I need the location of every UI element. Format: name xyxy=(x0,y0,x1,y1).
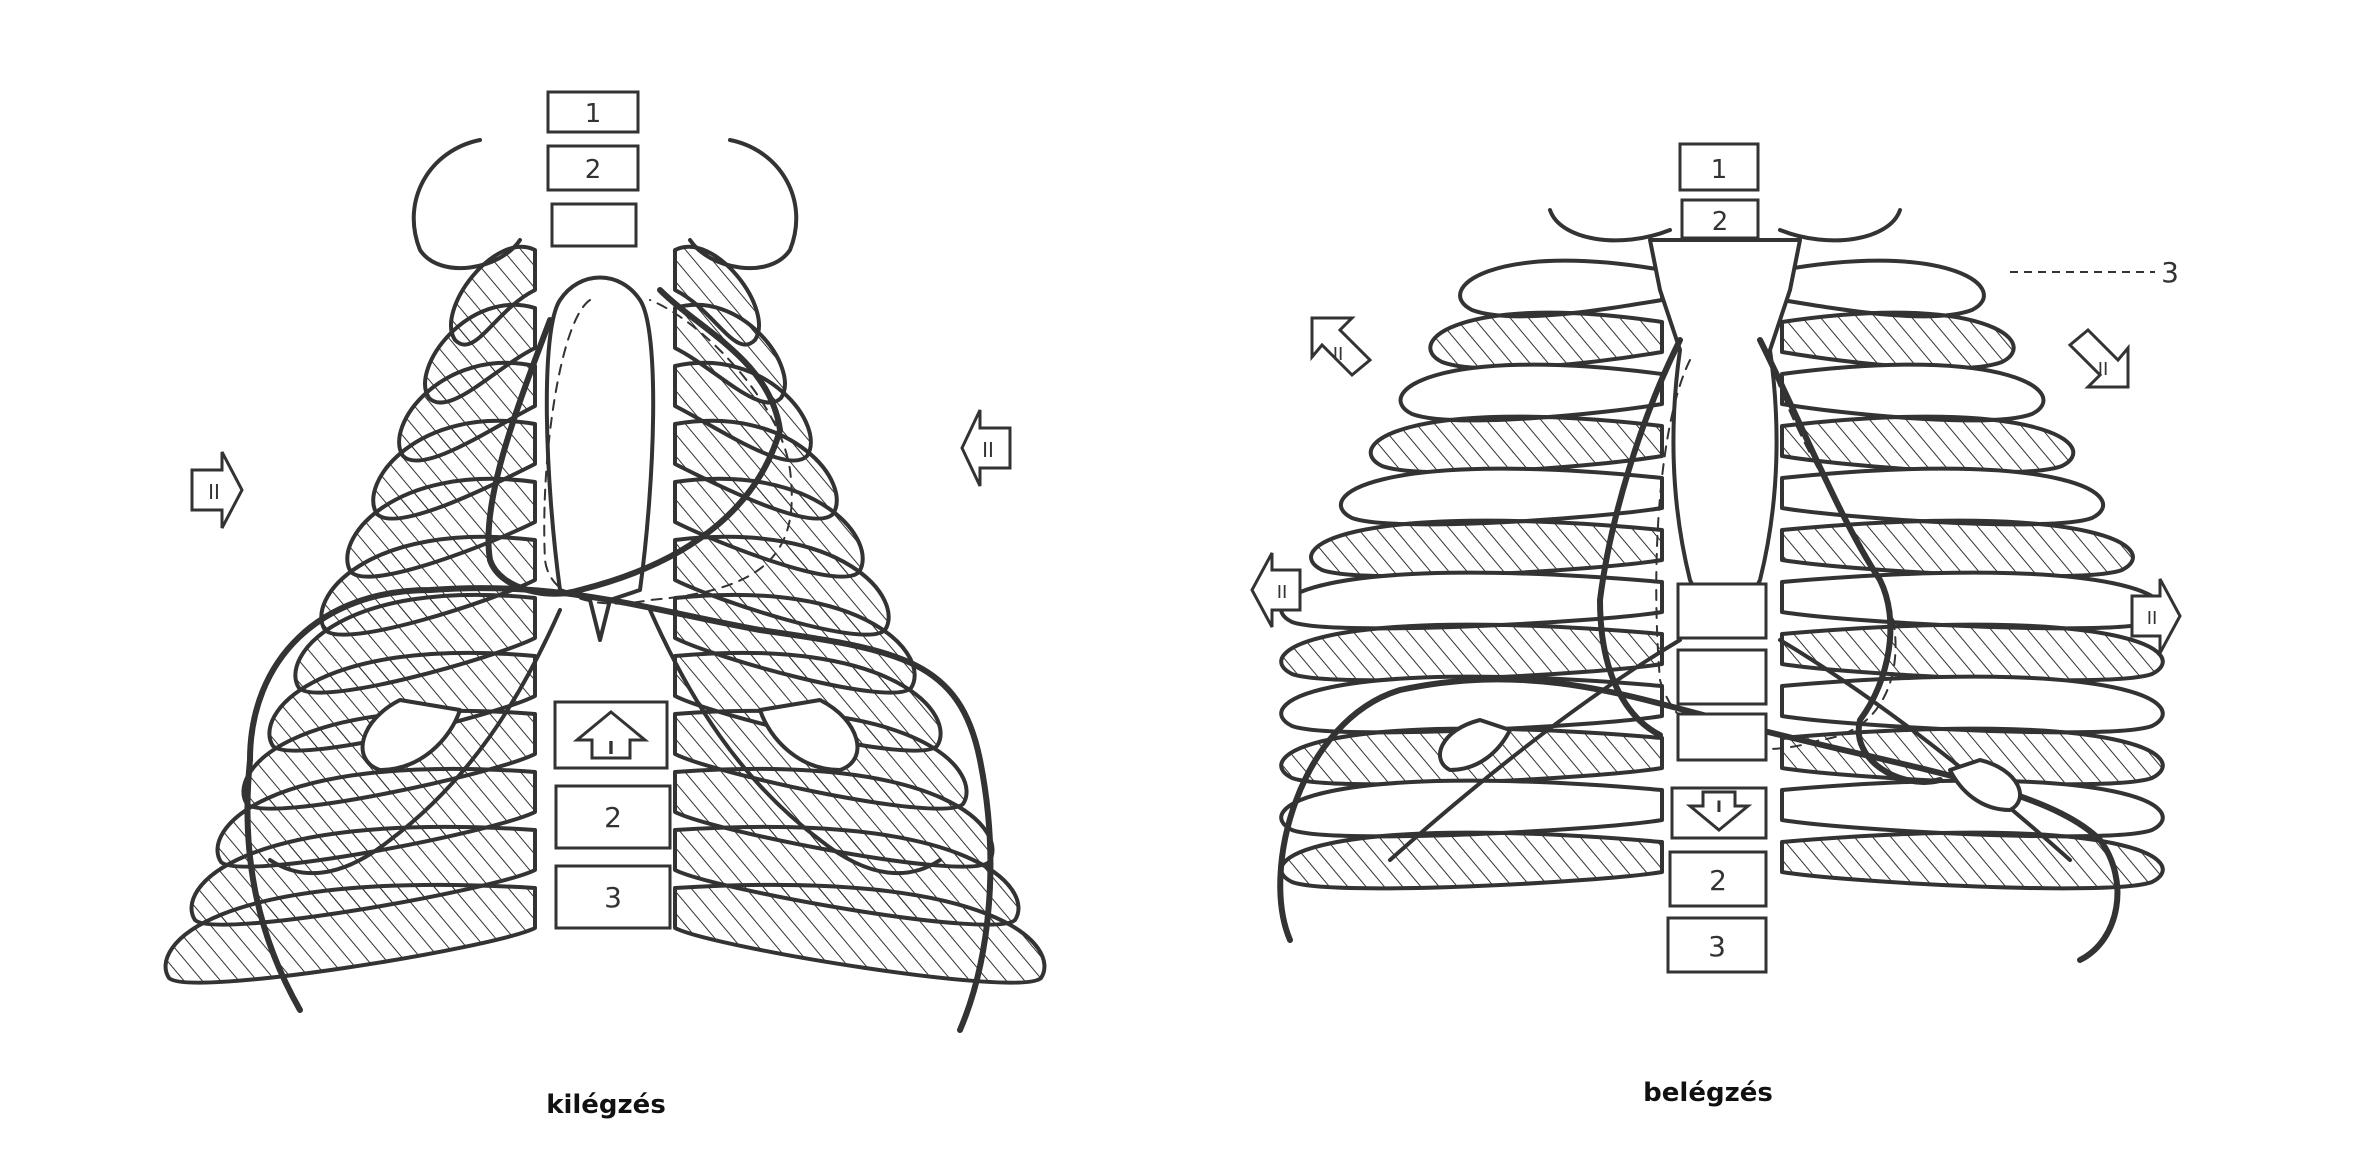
down-arrow-icon xyxy=(1685,790,1753,832)
rib-left-5 xyxy=(1338,466,1664,527)
inhale-side-arrow-lower-right-label: II xyxy=(2147,608,2158,629)
rib-right-2 xyxy=(1780,310,2016,371)
rib-right-7 xyxy=(1780,570,2165,631)
rib-left-12 xyxy=(1279,830,1664,891)
inhale-side-arrow-upper-right: II xyxy=(2067,327,2130,389)
rib-right-3 xyxy=(1780,362,2046,423)
exhale-side-arrow-left-label: II xyxy=(208,480,220,504)
rib-left-2 xyxy=(1428,310,1664,371)
inhale-top-box-2: 2 xyxy=(1712,207,1729,237)
exhale-top-box-1: 1 xyxy=(585,99,602,129)
inhale-bottom-box-2: 2 xyxy=(1709,864,1727,897)
rib-right-9 xyxy=(1780,674,2165,735)
inhale-thorax xyxy=(1277,208,2165,963)
arrow-right-icon xyxy=(2130,578,2182,654)
rib-right-11 xyxy=(1780,778,2165,839)
rib-left-4 xyxy=(1368,414,1664,475)
inhale-label-3: 3 xyxy=(2010,256,2179,289)
exhale-side-arrow-left: II xyxy=(190,451,244,529)
exhale-bottom-vertebrae: 2 3 xyxy=(554,784,672,930)
inhale-label-3-text: 3 xyxy=(2161,256,2179,289)
inhale-side-arrow-upper-left-label: II xyxy=(1333,344,1344,365)
rib-right-12 xyxy=(1780,830,2165,891)
arrow-up-left-icon xyxy=(1310,316,1373,378)
exhale-side-arrow-right-label: II xyxy=(982,438,994,462)
rib-left-3 xyxy=(1398,362,1664,423)
rib-left-6 xyxy=(1309,518,1664,579)
up-arrow-icon xyxy=(572,710,650,760)
rib-left-9 xyxy=(1279,674,1664,735)
inhale-side-arrow-lower-left-label: II xyxy=(1277,582,1288,603)
exhale-bottom-box-2: 2 xyxy=(604,801,622,834)
exhale-bottom-box-3: 3 xyxy=(604,881,622,914)
exhale-caption: kilégzés xyxy=(546,1090,666,1120)
inhale-lower-vertebrae: I 2 3 xyxy=(1666,582,1768,974)
rib-right-10 xyxy=(1780,726,2165,787)
exhale-thorax xyxy=(163,138,1047,1033)
inhale-side-arrow-lower-left: II xyxy=(1250,552,1302,628)
inhale-top-box-1: 1 xyxy=(1711,155,1728,185)
rib-right-4 xyxy=(1780,414,2076,475)
rib-right-12 xyxy=(673,882,1047,985)
arrow-right-icon xyxy=(190,451,244,529)
rib-right-8 xyxy=(1780,622,2165,683)
exhale-top-vertebrae: 1 2 xyxy=(546,90,640,248)
exhale-middle-vertebra: I xyxy=(553,700,669,770)
rib-right-5 xyxy=(1780,466,2106,527)
rib-left-7 xyxy=(1279,570,1664,631)
rib-left-1 xyxy=(1458,258,1664,319)
exhale-middle-arrow-label: I xyxy=(608,738,615,759)
inhale-side-arrow-upper-left: II xyxy=(1310,316,1373,378)
arrow-left-icon xyxy=(960,409,1012,487)
rib-left-11 xyxy=(1279,778,1664,839)
exhale-side-arrow-right: II xyxy=(960,409,1012,487)
inhale-caption: belégzés xyxy=(1643,1078,1773,1108)
rib-right-6 xyxy=(1780,518,2135,579)
inhale-middle-arrow-label: I xyxy=(1716,797,1722,816)
rib-left-8 xyxy=(1279,622,1664,683)
inhale-side-arrow-upper-right-label: II xyxy=(2098,359,2109,380)
arrow-down-right-icon xyxy=(2067,327,2130,389)
arrow-left-icon xyxy=(1250,552,1302,628)
inhale-top-vertebrae: 1 2 xyxy=(1678,142,1760,240)
rib-right-1 xyxy=(1780,258,1986,319)
inhale-side-arrow-lower-right: II xyxy=(2130,578,2182,654)
inhale-bottom-box-3: 3 xyxy=(1708,930,1726,963)
exhale-top-box-2: 2 xyxy=(585,155,602,185)
